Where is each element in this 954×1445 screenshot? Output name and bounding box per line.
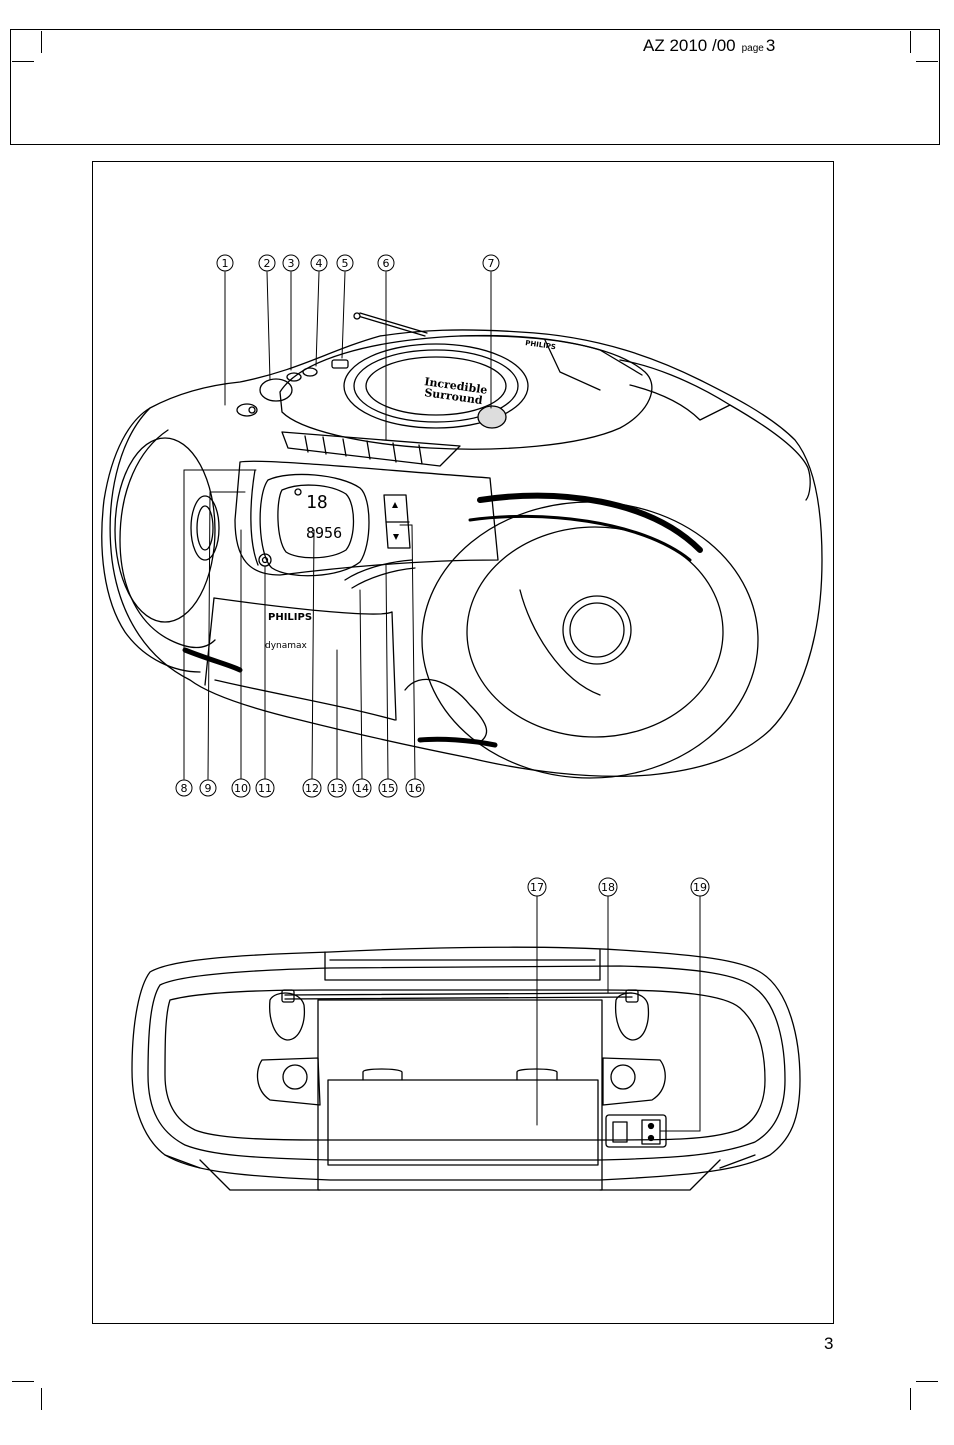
brand-logo: PHILIPS	[268, 612, 312, 623]
svg-text:18: 18	[601, 881, 615, 894]
cd-lid	[279, 335, 653, 450]
callout-2: 2	[258, 254, 276, 272]
display-track-number: 18	[306, 492, 328, 513]
callout-15: 15	[378, 778, 398, 798]
svg-text:4: 4	[316, 257, 323, 270]
svg-text:2: 2	[264, 257, 271, 270]
callout-16: 16	[405, 778, 425, 798]
callout-1: 1	[216, 254, 234, 272]
crop-mark	[12, 61, 34, 62]
callout-9: 9	[199, 779, 217, 797]
lid-open-button	[477, 405, 507, 429]
callout-6: 6	[377, 254, 395, 272]
callout-4: 4	[310, 254, 328, 272]
rear-callouts: 17 18 19	[527, 877, 710, 897]
svg-text:1: 1	[222, 257, 229, 270]
svg-text:14: 14	[355, 782, 369, 795]
subbrand-logo: dynamax	[265, 641, 308, 651]
callout-17: 17	[527, 877, 547, 897]
callout-12: 12	[302, 778, 322, 798]
cassette-buttons	[281, 431, 461, 467]
front-callout-lines	[183, 271, 492, 780]
model-number: AZ 2010 /00	[643, 36, 736, 55]
page-word: page	[741, 43, 764, 54]
callout-3: 3	[282, 254, 300, 272]
svg-text:3: 3	[288, 257, 295, 270]
body-outline	[109, 329, 823, 777]
callout-5: 5	[336, 254, 354, 272]
svg-text:8: 8	[181, 782, 188, 795]
crop-mark	[12, 1381, 34, 1382]
svg-text:9: 9	[205, 782, 212, 795]
callout-8: 8	[175, 779, 193, 797]
svg-text:17: 17	[530, 881, 544, 894]
callout-19: 19	[690, 877, 710, 897]
handle-bar	[284, 992, 633, 996]
crop-mark	[916, 1381, 938, 1382]
svg-text:5: 5	[342, 257, 349, 270]
callout-11: 11	[255, 778, 275, 798]
callout-7: 7	[482, 254, 500, 272]
rear-body-outline	[131, 946, 801, 1181]
crop-mark	[910, 1388, 911, 1410]
callout-10: 10	[231, 778, 251, 798]
svg-text:16: 16	[408, 782, 422, 795]
callout-13: 13	[327, 778, 347, 798]
header-box	[10, 29, 940, 145]
figure-frame	[92, 161, 834, 1324]
crop-mark	[41, 1388, 42, 1410]
svg-text:19: 19	[693, 881, 707, 894]
rear-callout-lines	[536, 895, 701, 1132]
svg-text:7: 7	[488, 257, 495, 270]
crop-mark	[41, 31, 42, 53]
svg-text:11: 11	[258, 782, 272, 795]
svg-text:12: 12	[305, 782, 319, 795]
header-page-number: 3	[765, 36, 776, 55]
svg-text:6: 6	[383, 257, 390, 270]
tuning-buttons	[383, 494, 411, 549]
callout-14: 14	[352, 778, 372, 798]
page-number: 3	[824, 1334, 834, 1353]
svg-text:15: 15	[381, 782, 395, 795]
lid-logo: PHILIPS	[525, 339, 557, 351]
svg-text:13: 13	[330, 782, 344, 795]
antenna	[357, 315, 426, 337]
lcd-display	[259, 473, 370, 577]
front-view: PHILIPS Incredible Surround 18 8956	[101, 312, 823, 779]
source-selector-knob	[259, 378, 293, 402]
svg-text:10: 10	[234, 782, 248, 795]
display-frequency: 8956	[306, 524, 342, 542]
callout-18: 18	[598, 877, 618, 897]
battery-compartment	[327, 1079, 599, 1166]
crop-mark	[916, 61, 938, 62]
front-callouts: 1 2 3 4 5 6 7 8 9 10 11 12 13 14 15 16	[175, 254, 500, 798]
crop-mark	[910, 31, 911, 53]
left-speaker	[114, 437, 216, 623]
